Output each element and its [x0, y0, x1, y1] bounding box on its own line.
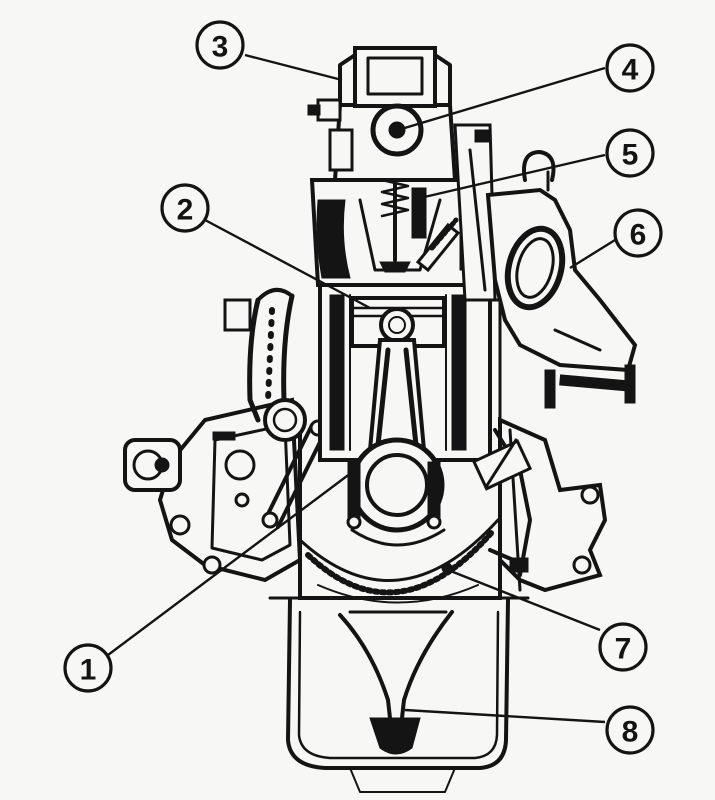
camshaft-housing [307, 46, 497, 302]
oil-strainer [338, 610, 454, 755]
callout-1-label: 1 [80, 654, 97, 687]
oil-sump [268, 596, 530, 793]
leader-7 [447, 568, 601, 632]
water-hose [223, 288, 307, 442]
callout-6-label: 6 [630, 219, 647, 252]
callout-2: 2 [160, 183, 210, 233]
leader-8 [404, 708, 606, 724]
leader-6 [569, 238, 616, 270]
leader-2 [204, 218, 371, 310]
leader-5 [419, 153, 606, 200]
callout-8-label: 8 [622, 716, 639, 749]
callout-2-label: 2 [177, 194, 194, 227]
leader-4 [397, 66, 606, 132]
connecting-rod [346, 338, 446, 547]
callout-7: 7 [598, 622, 648, 672]
callout-4-label: 4 [622, 54, 639, 87]
left-engine-mount [123, 397, 327, 583]
exhaust-manifold [485, 150, 638, 409]
leader-lines [107, 53, 616, 724]
callout-5-label: 5 [622, 139, 639, 172]
leader-1 [107, 469, 356, 656]
callout-1: 1 [63, 643, 113, 693]
callout-7-label: 7 [615, 633, 632, 666]
callout-6: 6 [613, 208, 663, 258]
callout-3: 3 [195, 20, 245, 70]
callout-5: 5 [605, 128, 655, 178]
callout-4: 4 [605, 43, 655, 93]
right-accessory-bracket [441, 416, 608, 593]
callout-3-label: 3 [212, 31, 229, 64]
callout-8: 8 [605, 705, 655, 755]
leader-3 [244, 53, 343, 82]
